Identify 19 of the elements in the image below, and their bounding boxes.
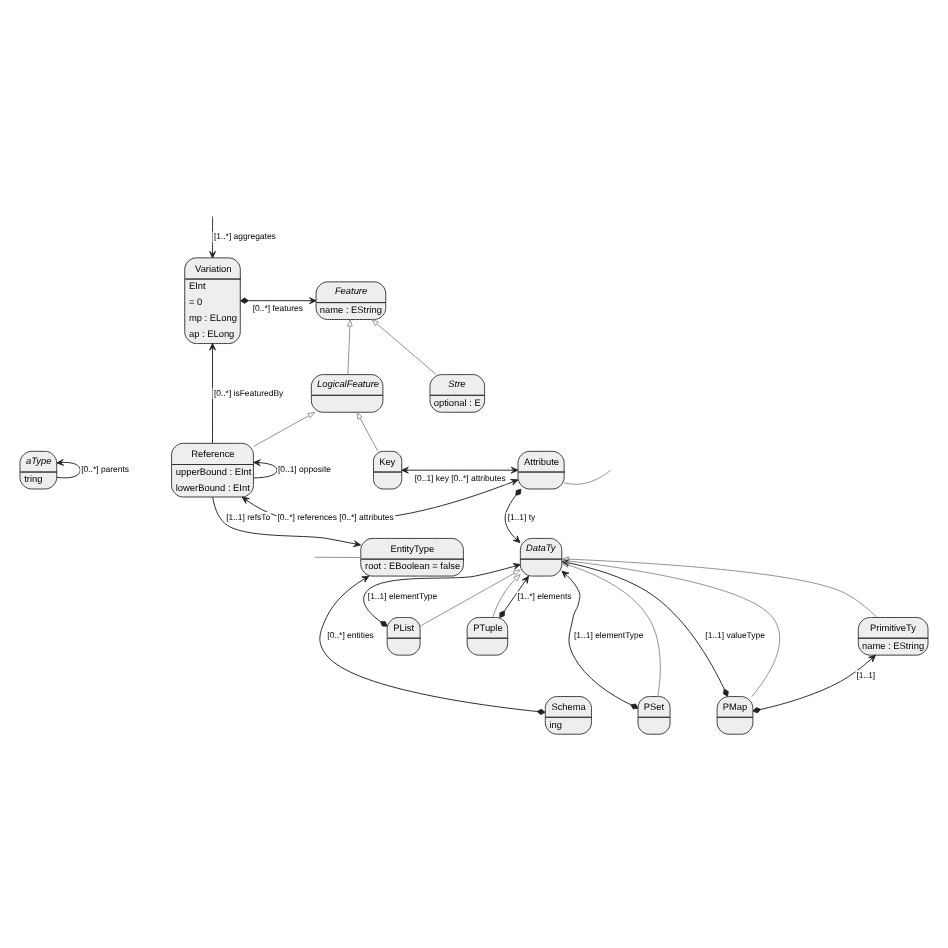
arrow bbox=[240, 296, 317, 304]
arrow bbox=[253, 410, 316, 446]
arrow bbox=[209, 342, 216, 443]
arrow bbox=[253, 458, 278, 478]
connector bbox=[314, 555, 362, 557]
arrow bbox=[504, 487, 522, 543]
arrow bbox=[356, 410, 379, 451]
arrow bbox=[212, 495, 362, 547]
connector bbox=[563, 468, 611, 484]
arrow bbox=[401, 465, 519, 473]
arrow bbox=[56, 458, 81, 478]
arrow bbox=[561, 561, 661, 696]
arrow bbox=[499, 574, 529, 617]
arrow bbox=[419, 568, 521, 626]
arrow bbox=[319, 574, 546, 714]
arrow bbox=[561, 569, 639, 709]
arrow bbox=[371, 318, 437, 374]
arrow bbox=[347, 318, 353, 374]
arrow bbox=[492, 573, 521, 617]
